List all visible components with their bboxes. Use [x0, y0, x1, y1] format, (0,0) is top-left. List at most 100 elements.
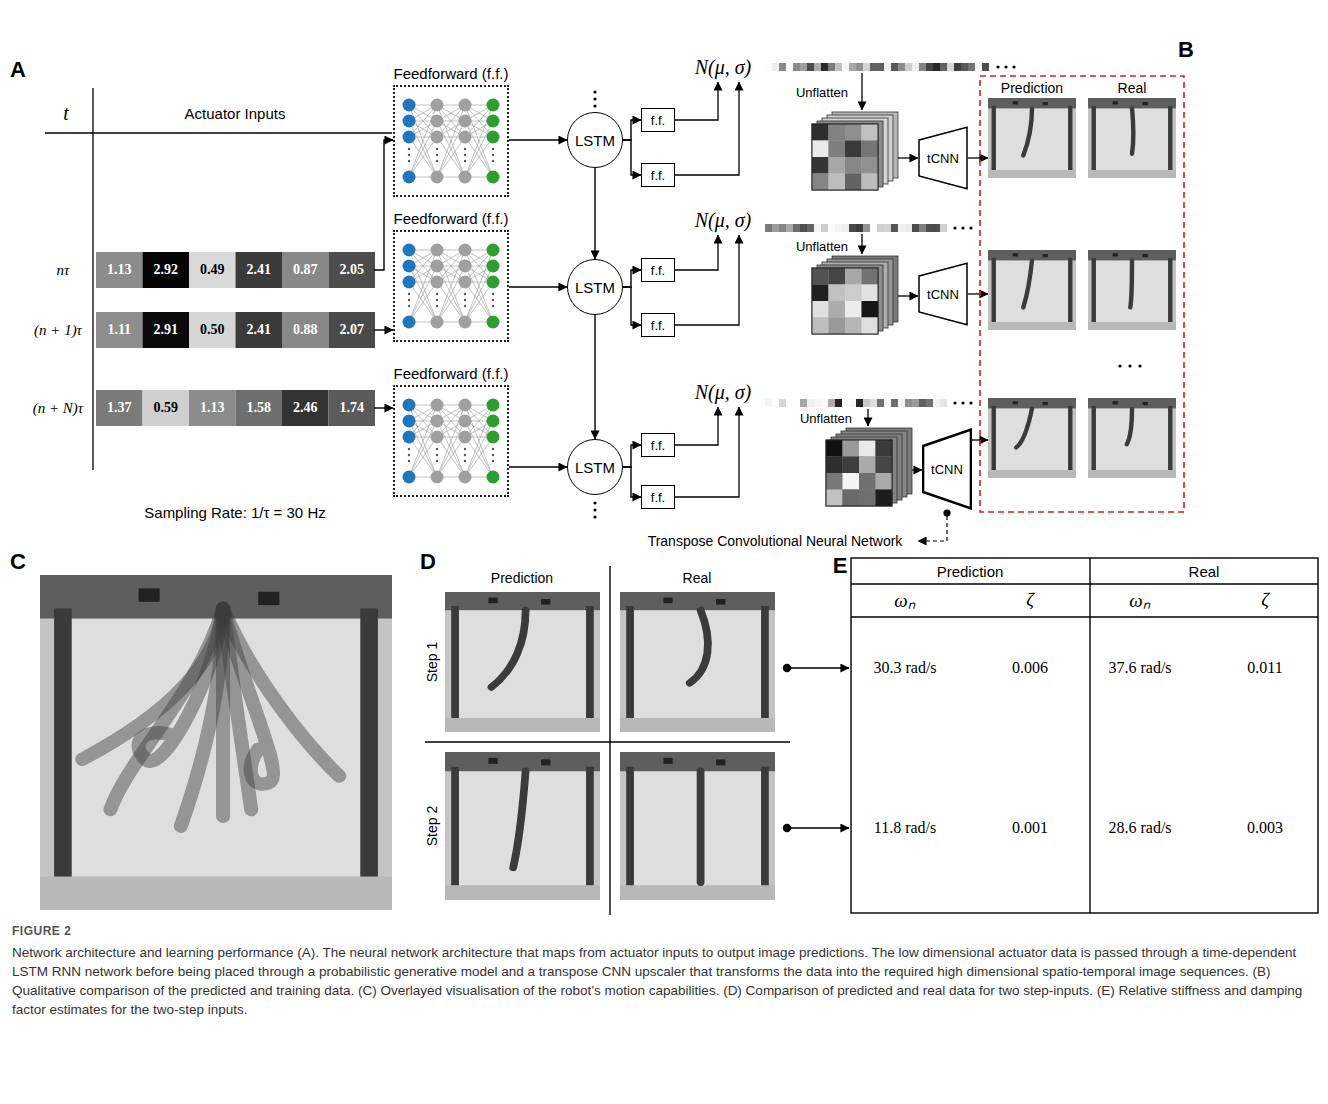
feature-map-stack	[862, 141, 879, 158]
neural-net-icon	[409, 437, 437, 477]
panel-d-rules	[425, 566, 790, 915]
neural-net-icon	[437, 421, 465, 477]
table-cell: 0.011	[1247, 659, 1282, 677]
robot-photo	[690, 610, 708, 683]
figure-caption: Network architecture and learning perfor…	[12, 943, 1312, 1019]
neural-net-icon	[487, 316, 500, 329]
feature-map-stack	[843, 440, 860, 457]
feature-map-stack	[876, 440, 893, 457]
feature-map-stack	[876, 473, 893, 490]
ellipsis-dots	[1118, 364, 1141, 367]
latent-vector	[828, 399, 835, 407]
robot-photo	[1088, 98, 1176, 178]
input-table-cells	[282, 390, 329, 426]
neural-net-icon	[437, 137, 465, 177]
table-cell: 0.003	[1247, 819, 1283, 837]
latent-vector	[940, 399, 947, 407]
latent-vector	[919, 63, 926, 71]
latent-vector	[835, 63, 842, 71]
neural-net-icon	[464, 160, 466, 162]
feature-map-stack	[812, 112, 912, 506]
robot-photo	[1132, 108, 1133, 154]
feature-map-stack	[843, 457, 860, 474]
feature-map-stack	[812, 124, 878, 190]
latent-vector	[828, 224, 835, 232]
input-table-cells	[329, 252, 376, 288]
feature-map-stack	[876, 457, 893, 474]
feature-map-stack	[876, 490, 893, 507]
latent-vector	[821, 63, 828, 71]
latent-vector	[765, 63, 772, 71]
table-cell: 37.6 rad/s	[1108, 659, 1171, 677]
flow-arrow	[623, 287, 641, 325]
input-arrows	[374, 329, 393, 330]
neural-net-icon	[403, 171, 416, 184]
latent-vector	[870, 63, 877, 71]
upscale-arrows	[898, 157, 918, 158]
robot-photo	[1113, 101, 1118, 104]
feature-map-stack	[826, 440, 843, 457]
lstm-cell: LSTM	[567, 259, 623, 315]
neural-net-icon	[459, 115, 472, 128]
feature-map-stack	[859, 473, 876, 490]
latent-vector	[884, 63, 891, 71]
ff-box: f.f.	[641, 258, 675, 282]
robot-photo	[620, 718, 775, 732]
robot-photo	[488, 758, 497, 764]
tcnn-leader	[918, 510, 950, 541]
robot-photo	[1068, 106, 1072, 176]
latent-vector	[940, 224, 947, 232]
neural-net-icon	[465, 137, 493, 177]
neural-net-icon	[437, 121, 465, 177]
latent-vector	[779, 224, 786, 232]
robot-photo	[988, 250, 1076, 330]
neural-net-icon	[464, 299, 466, 301]
neural-net-icon	[464, 305, 466, 307]
latent-vector	[835, 224, 842, 232]
latent-vector	[975, 63, 982, 71]
robot-photo	[996, 260, 1068, 324]
time-step: nτ	[57, 262, 70, 279]
neural-net-icon	[464, 460, 466, 462]
latent-vector	[863, 63, 870, 71]
latent-vector	[891, 399, 898, 407]
node-label: LSTM	[575, 459, 615, 476]
latent-vector	[863, 224, 870, 232]
robot-photo	[1143, 402, 1148, 405]
neural-net-icon	[408, 299, 410, 301]
feature-map-stack	[862, 301, 879, 318]
robot-photo	[1088, 322, 1176, 330]
robot-photo	[492, 610, 526, 687]
neural-net-icon	[409, 437, 437, 477]
tcnn-block: tCNN	[918, 126, 968, 190]
input-table-rules	[45, 88, 392, 470]
robot-photo	[586, 767, 594, 897]
latent-vector	[961, 401, 964, 404]
robot-photo	[663, 598, 672, 604]
neural-net-icon	[459, 244, 472, 257]
latent-vector	[969, 401, 972, 404]
flow-arrow	[623, 120, 641, 140]
robot-photo	[586, 606, 594, 729]
node-heading: Feedforward (f.f.)	[393, 210, 508, 227]
neural-net-icon	[487, 244, 500, 257]
latent-vector	[884, 224, 891, 232]
callout-text: Transpose Convolutional Neural Network	[648, 533, 903, 549]
robot-photo	[360, 609, 378, 904]
neural-net-icon	[431, 415, 444, 428]
robot-photo	[1013, 101, 1018, 104]
robot-photo	[1043, 254, 1048, 257]
latent-vector	[953, 401, 956, 404]
neural-net-icon	[408, 460, 410, 462]
neural-net-icon	[403, 115, 416, 128]
flow-arrow	[623, 467, 641, 497]
robot-photo	[992, 106, 996, 176]
table-cell: 2.41	[247, 262, 272, 278]
neural-net-icon	[487, 471, 500, 484]
neural-net-icon	[403, 399, 500, 484]
panel-letter: C	[10, 549, 26, 575]
table-header: Prediction	[937, 563, 1004, 580]
latent-vector	[765, 399, 772, 407]
latent-vector	[821, 224, 828, 232]
latent-vector	[898, 399, 905, 407]
